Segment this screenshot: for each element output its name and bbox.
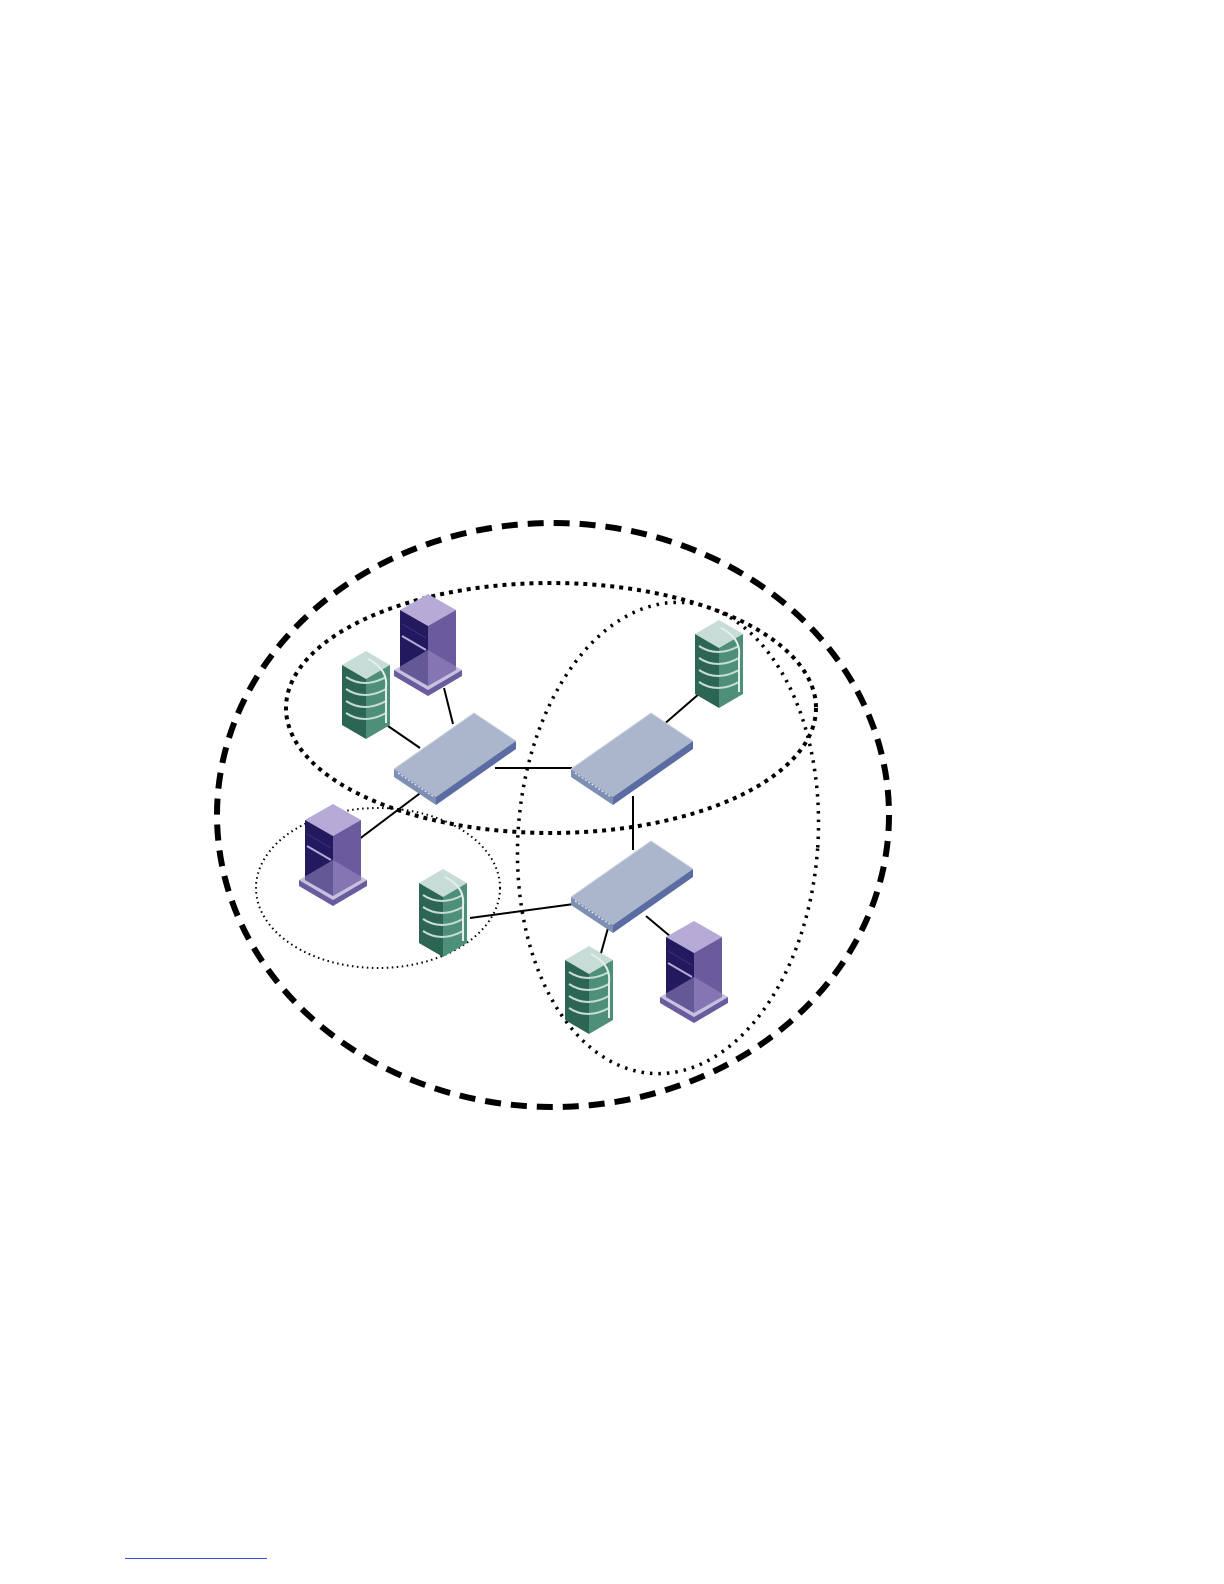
storage-2-icon[interactable] bbox=[695, 620, 743, 708]
link-switch-a-storage-1 bbox=[388, 726, 420, 748]
switch-b-icon[interactable] bbox=[571, 713, 693, 805]
server-2-icon[interactable] bbox=[299, 804, 367, 906]
group-right-boundary bbox=[502, 592, 834, 1084]
server-1-icon[interactable] bbox=[394, 594, 462, 696]
storage-4-icon[interactable] bbox=[565, 946, 613, 1034]
storage-1-icon[interactable] bbox=[342, 651, 390, 739]
footnote-rule bbox=[125, 1558, 267, 1559]
link-switch-a-server-1 bbox=[444, 688, 453, 724]
link-switch-b-storage-2 bbox=[662, 693, 700, 726]
storage-3-icon[interactable] bbox=[419, 869, 467, 957]
link-switch-c-storage-3 bbox=[470, 904, 574, 918]
server-3-icon[interactable] bbox=[660, 921, 728, 1023]
link-switch-a-server-2 bbox=[358, 791, 423, 840]
switch-a-icon[interactable] bbox=[394, 713, 516, 805]
switch-c-icon[interactable] bbox=[571, 841, 693, 933]
